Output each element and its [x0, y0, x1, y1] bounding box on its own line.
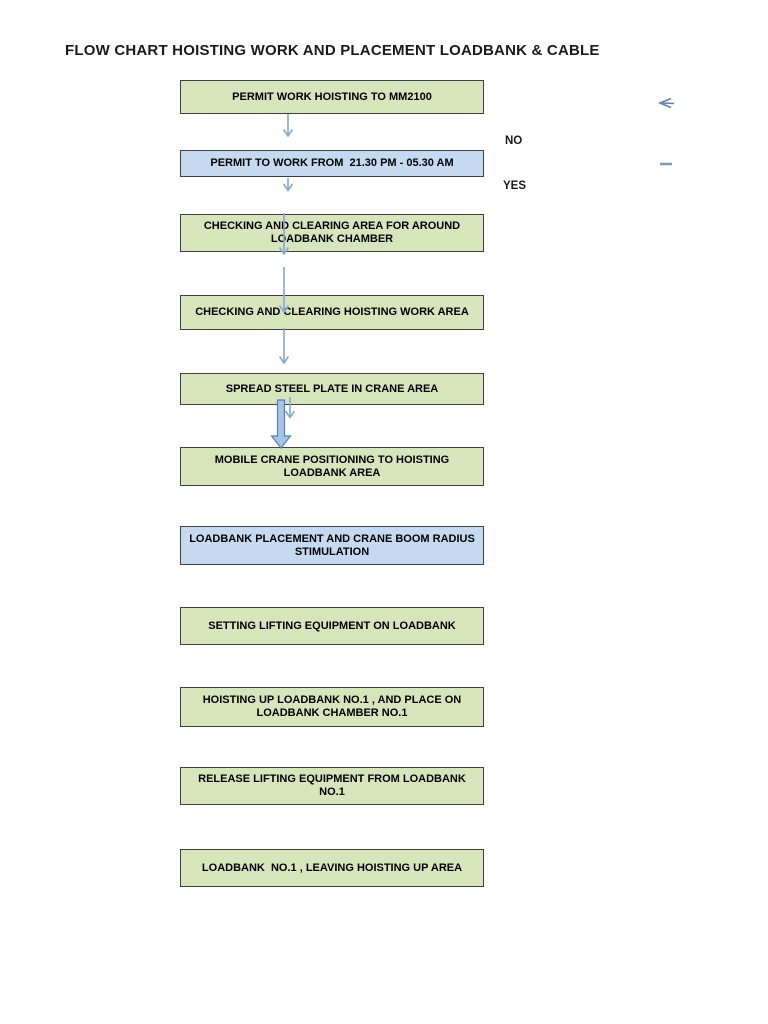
- flow-step-spread-steel-plate: SPREAD STEEL PLATE IN CRANE AREA: [180, 373, 484, 405]
- flow-step-release-lifting-equipment: RELEASE LIFTING EQUIPMENT FROM LOADBANK …: [180, 767, 484, 805]
- flow-step-hoisting-up-loadbank-no1: HOISTING UP LOADBANK NO.1 , AND PLACE ON…: [180, 687, 484, 727]
- label-no: NO: [505, 135, 523, 147]
- page-title: FLOW CHART HOISTING WORK AND PLACEMENT L…: [65, 42, 600, 59]
- label-yes: YES: [503, 180, 527, 192]
- flow-step-mobile-crane-positioning: MOBILE CRANE POSITIONING TO HOISTING LOA…: [180, 447, 484, 486]
- flow-step-loadbank-placement-boom-radius: LOADBANK PLACEMENT AND CRANE BOOM RADIUS…: [180, 526, 484, 565]
- flow-arrow-thick: [270, 399, 292, 449]
- left-arrowhead-icon: [657, 97, 675, 109]
- flow-step-permit-to-work-hours: PERMIT TO WORK FROM 21.30 PM - 05.30 AM: [180, 150, 484, 177]
- flow-arrow: [282, 114, 294, 138]
- flow-step-setting-lifting-equipment: SETTING LIFTING EQUIPMENT ON LOADBANK: [180, 607, 484, 645]
- flow-step-checking-clearing-hoisting-area: CHECKING AND CLEARING HOISTING WORK AREA: [180, 295, 484, 330]
- flow-arrow: [282, 178, 294, 192]
- flow-step-permit-work-hoisting: PERMIT WORK HOISTING TO MM2100: [180, 80, 484, 114]
- flow-step-loadbank-leaving-area: LOADBANK NO.1 , LEAVING HOISTING UP AREA: [180, 849, 484, 887]
- flow-arrow: [278, 328, 290, 365]
- flow-step-checking-clearing-chamber-area: CHECKING AND CLEARING AREA FOR AROUND LO…: [180, 214, 484, 252]
